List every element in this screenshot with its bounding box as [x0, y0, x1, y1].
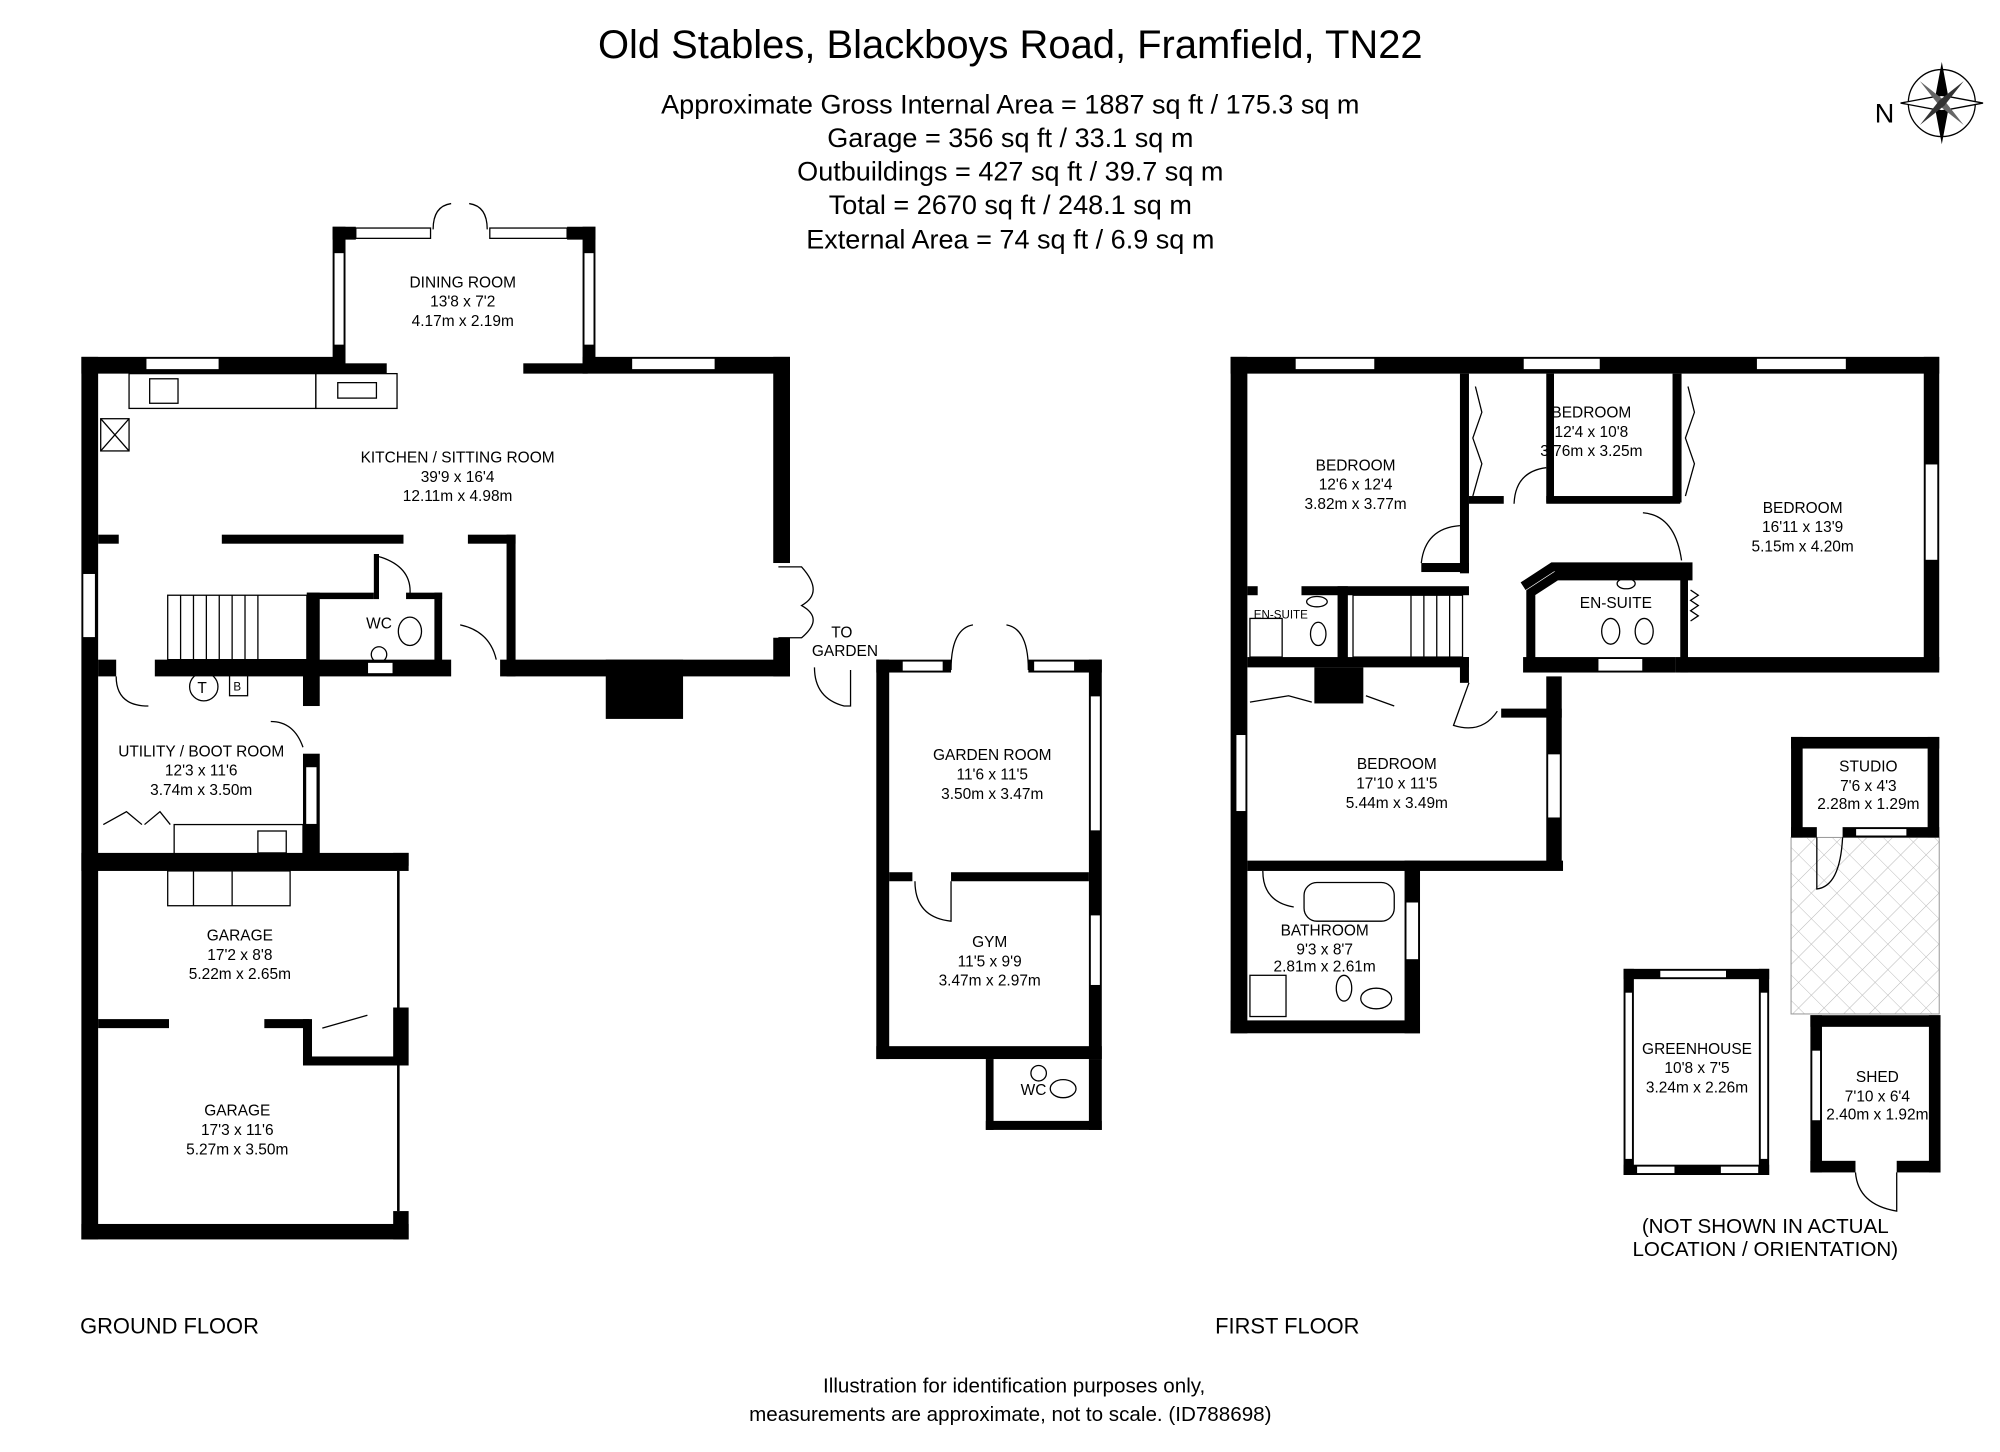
svg-text:2.40m x 1.92m: 2.40m x 1.92m: [1826, 1107, 1928, 1124]
room-label-garage-2: GARAGE 17'3 x 11'6 5.27m x 3.50m: [186, 1103, 288, 1159]
ensuite-label-1: EN-SUITE: [1254, 609, 1308, 621]
svg-text:GREENHOUSE: GREENHOUSE: [1642, 1041, 1752, 1058]
room-label-bedroom-4: BEDROOM 17'10 x 11'5 5.44m x 3.49m: [1346, 756, 1448, 812]
room-label-bedroom-1: BEDROOM 12'6 x 12'4 3.82m x 3.77m: [1304, 457, 1406, 513]
svg-text:5.22m x 2.65m: 5.22m x 2.65m: [189, 966, 291, 983]
svg-text:17'3 x 11'6: 17'3 x 11'6: [201, 1122, 274, 1139]
outbuildings-plan: STUDIO 7'6 x 4'3 2.28m x 1.29m GREENHOUS…: [1623, 736, 1941, 1261]
svg-text:5.27m x 3.50m: 5.27m x 3.50m: [186, 1141, 288, 1158]
svg-text:7'10 x 6'4: 7'10 x 6'4: [1845, 1089, 1911, 1106]
external-area-hatch: [1790, 836, 1940, 1015]
svg-text:12'6 x 12'4: 12'6 x 12'4: [1319, 477, 1393, 494]
svg-text:12'3 x 11'6: 12'3 x 11'6: [165, 763, 238, 780]
svg-text:17'2 x 8'8: 17'2 x 8'8: [207, 947, 272, 964]
room-label-studio: STUDIO 7'6 x 4'3 2.28m x 1.29m: [1817, 759, 1919, 813]
room-label-kitchen-sitting-room: KITCHEN / SITTING ROOM 39'9 x 16'4 12.11…: [361, 450, 555, 506]
svg-text:GARAGE: GARAGE: [207, 928, 273, 945]
svg-text:17'10 x 11'5: 17'10 x 11'5: [1356, 775, 1437, 792]
svg-text:3.74m x 3.50m: 3.74m x 3.50m: [150, 782, 252, 799]
svg-text:SHED: SHED: [1856, 1069, 1899, 1086]
compass-north-label: N: [1875, 98, 1895, 128]
svg-text:9'3 x 8'7: 9'3 x 8'7: [1296, 942, 1353, 959]
footer-disclaimer: Illustration for identification purposes…: [749, 1375, 1271, 1426]
room-label-bedroom-3: BEDROOM 16'11 x 13'9 5.15m x 4.20m: [1752, 500, 1854, 556]
orientation-note-2: LOCATION / ORIENTATION): [1632, 1238, 1898, 1261]
staircase: [167, 594, 308, 661]
svg-text:11'5 x 9'9: 11'5 x 9'9: [958, 953, 1022, 970]
room-label-bedroom-2: BEDROOM 12'4 x 10'8 3.76m x 3.25m: [1540, 404, 1642, 460]
wc-label: WC: [366, 616, 392, 633]
svg-text:5.44m x 3.49m: 5.44m x 3.49m: [1346, 795, 1448, 812]
svg-text:3.47m x 2.97m: 3.47m x 2.97m: [939, 973, 1041, 990]
svg-text:UTILITY / BOOT ROOM: UTILITY / BOOT ROOM: [118, 743, 284, 760]
svg-text:BEDROOM: BEDROOM: [1357, 756, 1437, 773]
svg-text:10'8 x 7'5: 10'8 x 7'5: [1664, 1060, 1729, 1077]
area-gross: Approximate Gross Internal Area = 1887 s…: [661, 89, 1359, 119]
compass-icon: N: [1875, 61, 1984, 145]
to-garden-label-2: GARDEN: [812, 643, 878, 660]
svg-text:11'6 x 11'5: 11'6 x 11'5: [957, 766, 1029, 783]
area-garage: Garage = 356 sq ft / 33.1 sq m: [827, 123, 1193, 153]
room-label-gym: GYM 11'5 x 9'9 3.47m x 2.97m: [939, 934, 1041, 990]
ensuite-label-2: EN-SUITE: [1580, 595, 1652, 612]
boiler-label: B: [233, 682, 241, 694]
room-label-garage-1: GARAGE 17'2 x 8'8 5.22m x 2.65m: [189, 928, 291, 984]
svg-text:3.50m x 3.47m: 3.50m x 3.47m: [941, 786, 1043, 803]
svg-text:3.24m x 2.26m: 3.24m x 2.26m: [1646, 1080, 1748, 1097]
svg-text:12'4 x 10'8: 12'4 x 10'8: [1554, 424, 1628, 441]
disclaimer-line-1: Illustration for identification purposes…: [823, 1375, 1205, 1398]
staircase: [1352, 594, 1464, 658]
room-label-bathroom: BATHROOM 9'3 x 8'7 2.81m x 2.61m: [1274, 922, 1376, 975]
header: Old Stables, Blackboys Road, Framfield, …: [598, 23, 1423, 255]
area-total: Total = 2670 sq ft / 248.1 sq m: [829, 190, 1192, 220]
svg-text:3.82m x 3.77m: 3.82m x 3.77m: [1304, 496, 1406, 513]
room-label-shed: SHED 7'10 x 6'4 2.40m x 1.92m: [1826, 1069, 1928, 1123]
ground-floor-label: GROUND FLOOR: [80, 1313, 259, 1338]
svg-text:BEDROOM: BEDROOM: [1763, 500, 1843, 517]
svg-text:13'8 x 7'2: 13'8 x 7'2: [430, 294, 495, 311]
svg-text:39'9 x 16'4: 39'9 x 16'4: [421, 469, 495, 486]
page-title: Old Stables, Blackboys Road, Framfield, …: [598, 23, 1423, 67]
svg-text:STUDIO: STUDIO: [1839, 759, 1897, 776]
ground-floor-plan: WC TO GARDEN T B: [80, 202, 1102, 1338]
wc2-label: WC: [1021, 1082, 1047, 1099]
svg-text:2.28m x 1.29m: 2.28m x 1.29m: [1817, 796, 1919, 813]
to-garden-label-1: TO: [831, 625, 852, 642]
first-floor-label: FIRST FLOOR: [1215, 1313, 1359, 1338]
svg-text:12.11m x 4.98m: 12.11m x 4.98m: [403, 488, 513, 505]
room-label-greenhouse: GREENHOUSE 10'8 x 7'5 3.24m x 2.26m: [1642, 1041, 1752, 1097]
tank-label: T: [197, 680, 207, 697]
room-label-utility-boot-room: UTILITY / BOOT ROOM 12'3 x 11'6 3.74m x …: [118, 743, 284, 799]
svg-text:3.76m x 3.25m: 3.76m x 3.25m: [1540, 443, 1642, 460]
area-outbuildings: Outbuildings = 427 sq ft / 39.7 sq m: [797, 156, 1223, 186]
svg-text:5.15m x 4.20m: 5.15m x 4.20m: [1752, 538, 1854, 555]
disclaimer-line-2: measurements are approximate, not to sca…: [749, 1403, 1271, 1426]
svg-text:2.81m x 2.61m: 2.81m x 2.61m: [1274, 958, 1376, 975]
svg-text:GARAGE: GARAGE: [204, 1103, 270, 1120]
svg-text:BEDROOM: BEDROOM: [1316, 457, 1396, 474]
svg-text:7'6 x 4'3: 7'6 x 4'3: [1840, 778, 1897, 795]
orientation-note-1: (NOT SHOWN IN ACTUAL: [1642, 1215, 1889, 1238]
svg-text:4.17m x 2.19m: 4.17m x 2.19m: [412, 313, 514, 330]
first-floor-plan: EN-SUITE EN-SUITE: [1215, 356, 1940, 1338]
svg-text:KITCHEN / SITTING ROOM: KITCHEN / SITTING ROOM: [361, 450, 555, 467]
svg-text:BATHROOM: BATHROOM: [1281, 922, 1369, 939]
svg-text:BEDROOM: BEDROOM: [1551, 404, 1631, 421]
area-external: External Area = 74 sq ft / 6.9 sq m: [806, 225, 1214, 255]
svg-text:GARDEN ROOM: GARDEN ROOM: [933, 747, 1051, 764]
svg-text:GYM: GYM: [972, 934, 1007, 951]
svg-text:DINING ROOM: DINING ROOM: [410, 274, 516, 291]
room-label-dining-room: DINING ROOM 13'8 x 7'2 4.17m x 2.19m: [410, 274, 516, 330]
room-label-garden-room: GARDEN ROOM 11'6 x 11'5 3.50m x 3.47m: [933, 747, 1051, 803]
svg-text:16'11 x 13'9: 16'11 x 13'9: [1762, 519, 1843, 536]
